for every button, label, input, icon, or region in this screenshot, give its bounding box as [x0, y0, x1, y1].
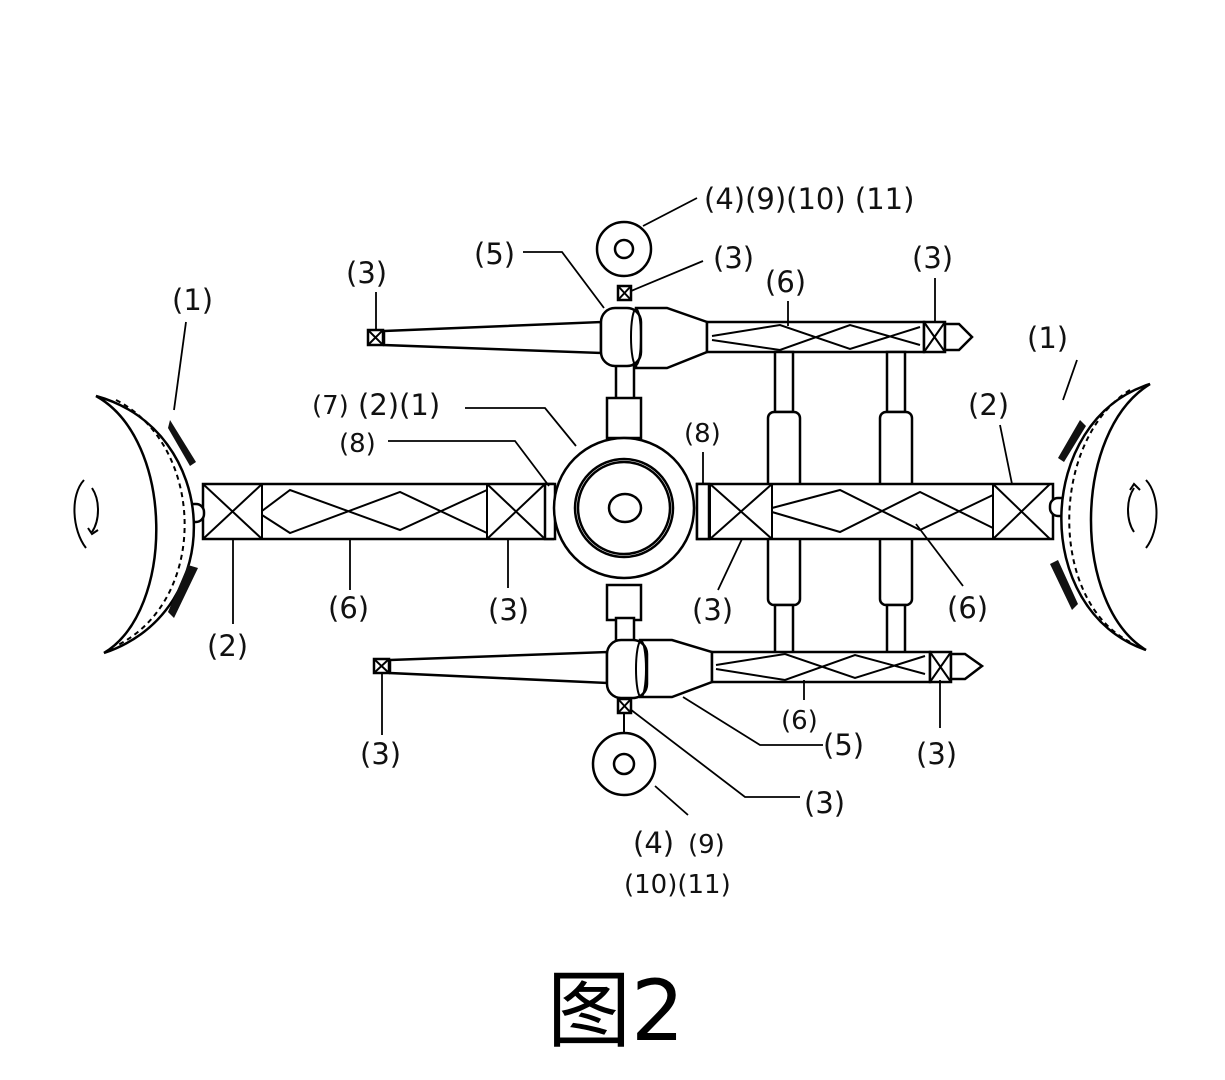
bottom-left-tapered-shaft — [388, 650, 609, 685]
label-center-2-1: (2)(1) — [358, 388, 440, 422]
bottom-vertical-collar — [605, 583, 643, 622]
label-bottom-wheel-4: (4) — [633, 826, 674, 860]
right-spring — [771, 488, 994, 534]
right-inner-cross — [709, 483, 773, 540]
label-left-3: (3) — [488, 593, 529, 627]
right-coupling-8 — [695, 482, 711, 541]
main-shaft — [168, 436, 1084, 580]
bottom-small-bearing-cross — [617, 698, 632, 714]
strut-right-upper-rod — [885, 350, 907, 414]
label-right-6: (6) — [947, 591, 988, 625]
top-spring — [711, 323, 921, 352]
label-bottom-wheel-9: (9) — [688, 830, 725, 860]
right-crescent-slot-top — [1058, 420, 1086, 462]
left-main-cylinder — [201, 482, 555, 541]
right-rotation-arrow — [1145, 479, 1158, 549]
left-spring — [261, 488, 488, 535]
bottom-wheel-hub — [612, 752, 636, 776]
bottom-hub-face — [635, 640, 647, 698]
bottom-left-bearing-cross — [373, 658, 390, 674]
left-crescent-slot-top — [168, 420, 196, 466]
top-left-tapered-shaft — [382, 320, 603, 355]
leader-left-8 — [388, 440, 550, 487]
label-bottom-wheel-10-11: (10)(11) — [624, 870, 731, 900]
left-inner-cross — [486, 483, 546, 540]
left-crescent-slot-bottom — [168, 565, 198, 618]
left-rotation-arrow-inner — [87, 487, 99, 536]
label-bottom-6: (6) — [781, 706, 818, 736]
label-top-left-3: (3) — [346, 256, 387, 290]
leader-right-6 — [915, 523, 964, 587]
label-left-1: (1) — [172, 283, 213, 317]
leader-bottom-wheel — [654, 785, 689, 816]
top-hub-face — [630, 308, 642, 366]
central-hub-core — [607, 492, 643, 524]
label-top-mid-3: (3) — [713, 241, 754, 275]
strut-right-lower-rod — [885, 603, 907, 655]
leader-lines — [173, 197, 1078, 816]
top-right-bearing-cross — [923, 321, 946, 353]
top-left-bearing-cross — [367, 329, 384, 346]
left-crescent-wing — [73, 394, 198, 655]
label-right-8: (8) — [684, 419, 721, 449]
label-right-1: (1) — [1027, 321, 1068, 355]
top-assembly — [366, 220, 974, 440]
leader-bottom-mid-3 — [629, 708, 800, 798]
right-rotation-arrow-inner — [1127, 482, 1141, 533]
bottom-right-bearing-cross — [929, 651, 952, 683]
label-top-wheel: (4)(9)(10) (11) — [704, 182, 914, 216]
label-bottom-right-3: (3) — [916, 737, 957, 771]
top-hub — [599, 306, 643, 368]
bottom-vertical-shaft — [614, 616, 636, 644]
strut-left-lower-rod — [773, 603, 795, 655]
right-crescent-wing — [1050, 382, 1158, 652]
right-crescent-slot-bottom — [1050, 560, 1078, 610]
leader-right-2 — [999, 424, 1013, 485]
top-vertical-shaft — [614, 363, 636, 402]
label-left-8: (8) — [339, 429, 376, 459]
bottom-cone — [638, 638, 714, 699]
bottom-hub — [605, 638, 649, 700]
leader-left-1 — [173, 321, 187, 411]
left-crescent-blade — [95, 394, 195, 655]
leader-right-3 — [717, 538, 743, 591]
top-vertical-collar — [605, 396, 643, 440]
top-right-tip — [943, 322, 974, 352]
strut-left-upper-rod — [773, 350, 795, 414]
top-wheel-hub — [613, 238, 635, 260]
left-rotation-arrow — [73, 479, 87, 549]
label-bottom-5: (5) — [823, 728, 864, 762]
label-bottom-mid-3: (3) — [804, 786, 845, 820]
label-bottom-left-3: (3) — [360, 737, 401, 771]
label-top-5: (5) — [474, 237, 515, 271]
label-center-7: (7) — [312, 391, 349, 421]
figure-caption: 图2 — [547, 962, 684, 1060]
labels: (4)(9)(10) (11) (3) (5) (3) (6) (3) (1) … — [172, 182, 1068, 900]
bottom-spring — [715, 652, 926, 682]
leader-top-5 — [523, 251, 605, 309]
label-right-2: (2) — [968, 388, 1009, 422]
right-crescent-blade — [1060, 382, 1151, 652]
bottom-right-tip — [949, 652, 985, 681]
right-outer-cross — [992, 483, 1051, 540]
left-outer-cross — [202, 483, 263, 540]
leader-top-wheel — [642, 197, 698, 227]
left-crescent-inner — [115, 399, 186, 647]
top-small-bearing-cross — [617, 285, 632, 301]
leader-right-1 — [1062, 359, 1078, 401]
right-crescent-inner — [1068, 389, 1131, 643]
label-left-2: (2) — [207, 629, 248, 663]
leader-center — [465, 407, 577, 447]
top-cone — [634, 306, 709, 370]
bottom-assembly — [372, 583, 985, 797]
label-top-right-3: (3) — [912, 241, 953, 275]
label-right-3: (3) — [692, 593, 733, 627]
label-top-6: (6) — [765, 265, 806, 299]
right-main-cylinder — [695, 482, 1055, 541]
leader-bottom-5 — [682, 696, 823, 746]
label-left-6: (6) — [328, 591, 369, 625]
leader-top-mid-3 — [630, 260, 704, 292]
